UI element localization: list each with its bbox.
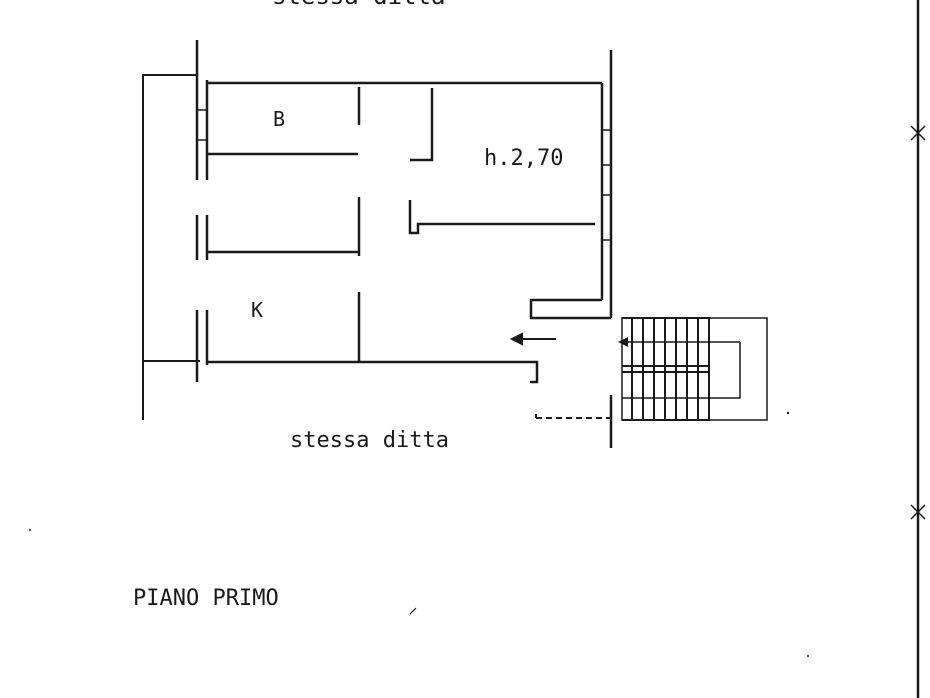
room-label-k: K — [251, 298, 263, 322]
lower-corridor-wall — [535, 414, 611, 419]
boundary-x-mark-icon — [910, 125, 926, 141]
top-neighbor-label: stessa ditta — [272, 0, 445, 10]
floor-title: PIANO PRIMO — [133, 586, 279, 611]
interior-walls — [207, 87, 611, 362]
exterior-walls — [142, 40, 613, 448]
stairs-direction-arrow-left-icon — [618, 337, 628, 347]
entrance-arrow-left-icon — [509, 332, 556, 346]
scan-specks — [29, 411, 809, 657]
staircase — [621, 317, 768, 421]
bottom-neighbor-label: stessa ditta — [290, 428, 449, 453]
boundary-x-mark-icon — [910, 504, 926, 520]
room-label-b: B — [273, 107, 285, 131]
ceiling-height-label: h.2,70 — [484, 146, 563, 171]
